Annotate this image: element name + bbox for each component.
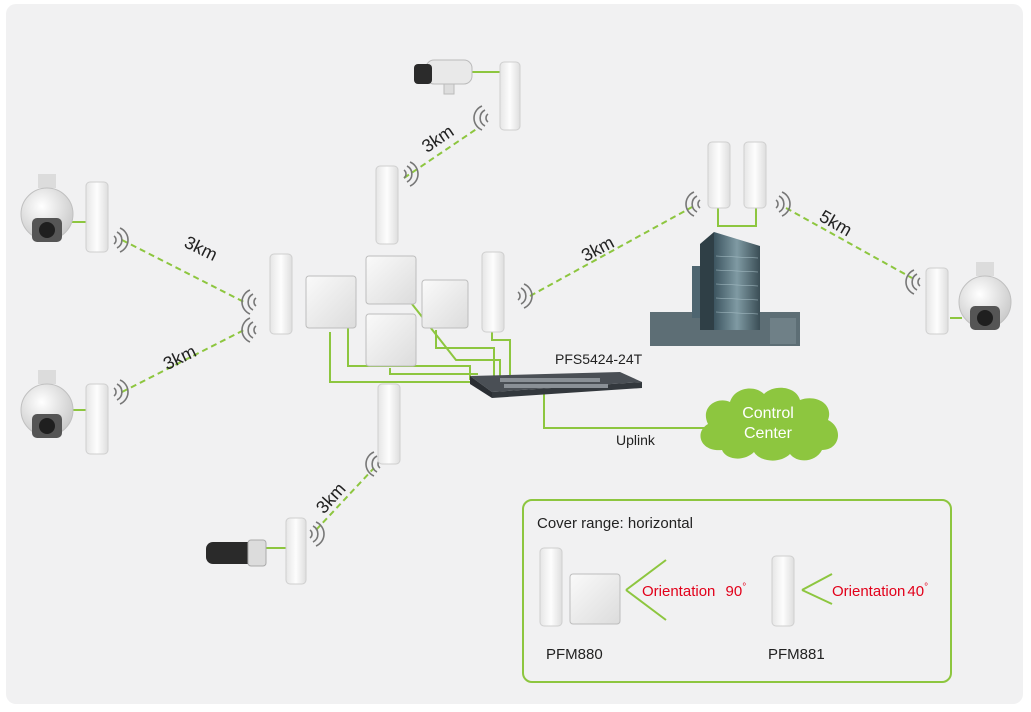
legend-model-pfm880: PFM880 [546, 646, 603, 663]
wifi-signal-icon [113, 227, 129, 253]
panel-bottom [365, 313, 417, 367]
cpe-building-left [707, 141, 731, 209]
legend-title: Cover range: horizontal [537, 515, 693, 532]
wireless-links [121, 127, 913, 531]
link-far-right [785, 207, 913, 279]
orientation-label: Orientation [832, 583, 906, 600]
pfs5424-switch [470, 372, 642, 398]
wifi-signal-icon [473, 105, 489, 131]
orientation-label: Orientation [642, 583, 716, 600]
panel-top [365, 255, 417, 305]
bullet-camera-bottom [206, 539, 267, 567]
wifi-signal-icon [113, 379, 129, 405]
cpe-building-right [743, 141, 767, 209]
degree-symbol: ° [742, 582, 747, 593]
wifi-signal-icon [403, 161, 419, 187]
legend-beam-40 [801, 573, 833, 605]
cable-panel-top [411, 303, 501, 376]
wifi-signal-icon [517, 283, 533, 309]
cable-building-link [717, 208, 757, 227]
cpe-center-right [481, 251, 505, 333]
link-right-building [529, 205, 695, 297]
link-top-camera [403, 127, 479, 179]
degree-symbol: ° [924, 582, 929, 593]
cable-panel-right [435, 330, 495, 376]
dome-camera-lower-left [20, 370, 74, 438]
cpe-center-top [375, 165, 399, 245]
legend-cpe-pfm880 [539, 547, 563, 627]
cpe-top [499, 61, 521, 131]
cpe-left-lower [85, 383, 109, 455]
legend-beam-90 [625, 559, 667, 621]
legend-cpe-pfm881 [771, 555, 795, 627]
control-center-cloud [700, 387, 839, 461]
wifi-signal-icons [113, 105, 921, 547]
cable-panel-bottom [389, 368, 478, 375]
control-center-label-line2: Center [743, 425, 793, 442]
legend-box [522, 499, 952, 683]
panel-right [421, 279, 469, 329]
cables [72, 71, 962, 549]
wifi-signal-icon [309, 521, 325, 547]
wifi-signal-icon [905, 269, 921, 295]
switch-model-label: PFS5424-24T [555, 351, 643, 367]
legend-model-pfm881: PFM881 [768, 646, 825, 663]
wifi-signal-icon [685, 191, 701, 217]
cable-panel-left [329, 332, 470, 383]
control-center-label-line1: Control [742, 405, 794, 422]
orientation-angle: 90 [725, 583, 743, 600]
cpe-center-left [269, 253, 293, 335]
uplink-label: Uplink [616, 432, 655, 448]
link-left-lower [121, 329, 245, 393]
cpe-center-bottom [377, 383, 401, 465]
cpe-far-right [925, 267, 949, 335]
link-bottom [315, 467, 375, 531]
bullet-camera-top [414, 59, 473, 95]
dome-camera-right [958, 262, 1012, 330]
cpe-devices [85, 61, 949, 585]
cpe-bottom [285, 517, 307, 585]
link-left-upper [121, 239, 245, 303]
cable-cpe-right [491, 332, 511, 376]
wifi-signal-icon [241, 289, 257, 315]
cable-uplink [543, 392, 708, 429]
wifi-signal-icon [775, 191, 791, 217]
legend-orientation-pfm880: Orientation 90° [642, 582, 746, 600]
dome-camera-upper-left [20, 174, 74, 242]
building-illustration [650, 232, 800, 346]
panel-antennas [305, 255, 469, 367]
cpe-left-upper [85, 181, 109, 253]
legend-graphics [539, 547, 833, 627]
legend-panel-pfm880 [569, 573, 621, 625]
panel-left [305, 275, 357, 329]
wifi-signal-icon [241, 317, 257, 343]
orientation-angle: 40 [907, 583, 925, 600]
